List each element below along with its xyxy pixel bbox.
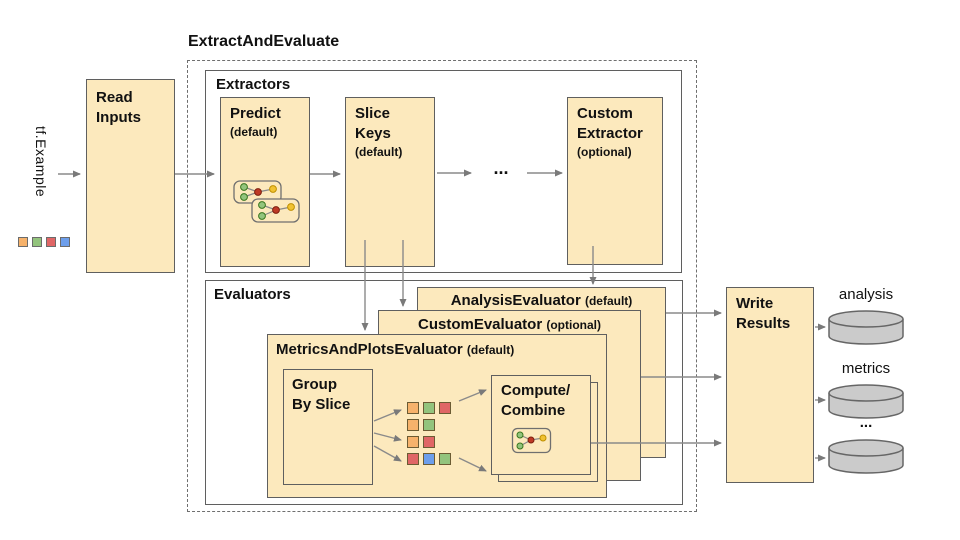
input-square-blue [60,237,70,247]
slice-square-orange [407,419,419,431]
slice-square-red [423,436,435,448]
predict-label: Predict [230,105,281,122]
evaluators-title: Evaluators [214,286,291,303]
slice-square-blue [423,453,435,465]
write-results-label: Write Results [736,295,791,332]
database-cylinder-more [828,439,904,474]
input-square-red [46,237,56,247]
slice-square-green [423,419,435,431]
slice-square-red [407,453,419,465]
write-results-box: Write Results [726,287,814,483]
combine-graph-icon [511,427,552,454]
extractors-ellipsis: ... [493,158,509,178]
diagram-title: ExtractAndEvaluate [188,33,340,50]
compute-combine-label: Compute/ Combine [501,382,571,419]
slice-group-row [407,453,451,465]
slice-square-orange [407,436,419,448]
input-square-green [32,237,42,247]
predict-qualifier: (default) [230,125,278,139]
custom-extractor-box: Custom Extractor (optional) [567,97,663,265]
output-label-analysis: analysis [838,286,894,303]
read-inputs-label: Read Inputs [96,89,141,126]
read-inputs-box: Read Inputs [86,79,175,273]
custom-extractor-label: Custom Extractor [577,105,643,142]
slice-keys-label: Slice Keys [355,105,391,142]
custom-evaluator-label: CustomEvaluator (optional) [417,316,602,333]
slice-square-green [423,402,435,414]
slice-keys-extractor-box: Slice Keys (default) [345,97,435,267]
metrics-and-plots-evaluator-label: MetricsAndPlotsEvaluator (default) [276,341,515,358]
slice-square-green [439,453,451,465]
database-cylinder-metrics [828,384,904,419]
slice-group-row [407,436,451,448]
input-label: tf.Example [33,126,49,198]
extractors-title: Extractors [216,76,291,93]
slice-group-row [407,402,451,414]
slice-square-orange [407,402,419,414]
input-format-squares [18,234,74,252]
slice-square-red [439,402,451,414]
extract-and-evaluate-container [187,60,697,512]
analysis-evaluator-label: AnalysisEvaluator (default) [450,292,633,309]
input-square-orange [18,237,28,247]
database-cylinder-analysis [828,310,904,345]
slice-keys-qualifier: (default) [355,145,403,159]
custom-extractor-qualifier: (optional) [577,145,632,159]
slice-group-row [407,419,451,431]
slice-group-squares [407,402,451,470]
group-by-slice-label: Group By Slice [292,376,351,413]
model-graph-icon [233,180,300,223]
output-label-metrics: metrics [841,360,891,377]
output-label-more: ... [859,414,873,431]
group-by-slice-box: Group By Slice [283,369,373,485]
compute-combine-box: Compute/ Combine [491,375,591,475]
